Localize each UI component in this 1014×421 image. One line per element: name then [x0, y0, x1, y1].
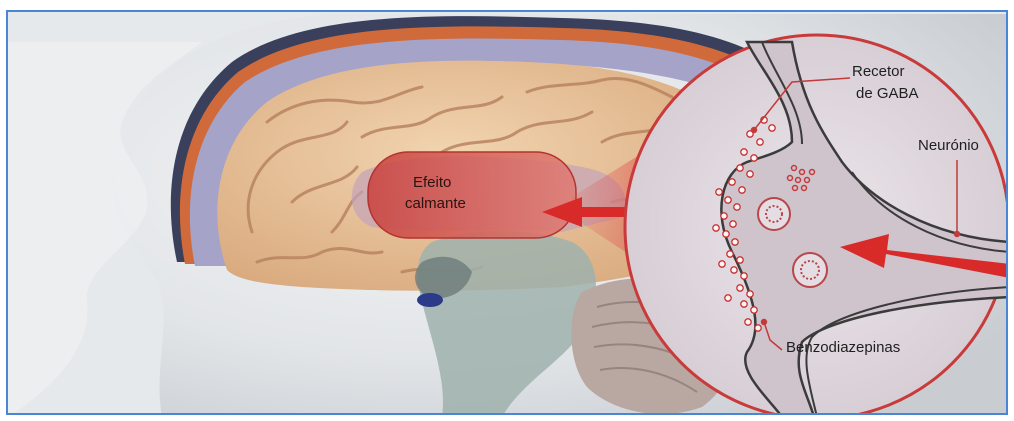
- calming-effect-region: [368, 152, 576, 238]
- gaba-receptor-dot: [731, 267, 737, 273]
- gaba-receptor-dot: [737, 165, 743, 171]
- calming-effect-label-line1: Efeito: [413, 173, 451, 192]
- gaba-receptor-dot: [739, 187, 745, 193]
- gaba-receptor-label-line2: de GABA: [856, 84, 919, 103]
- pituitary-gland: [417, 293, 443, 307]
- gaba-receptor-dot: [721, 213, 727, 219]
- gaba-receptor-dot: [725, 197, 731, 203]
- gaba-receptor-dot: [737, 285, 743, 291]
- gaba-receptor-dot: [741, 149, 747, 155]
- gaba-receptor-dot: [716, 189, 722, 195]
- gaba-receptor-dot: [751, 155, 757, 161]
- gaba-receptor-dot: [729, 179, 735, 185]
- gaba-receptor-dot: [745, 319, 751, 325]
- gaba-receptor-dot: [713, 225, 719, 231]
- gaba-receptor-dot: [732, 239, 738, 245]
- gaba-receptor-dot: [755, 325, 761, 331]
- gaba-receptor-dot: [730, 221, 736, 227]
- gaba-receptor-dot: [741, 273, 747, 279]
- gaba-receptor-dot: [741, 301, 747, 307]
- gaba-receptor-dot: [725, 295, 731, 301]
- gaba-receptor-dot: [719, 261, 725, 267]
- calming-effect-label-line2: calmante: [405, 194, 466, 213]
- gaba-receptor-dot: [734, 204, 740, 210]
- gaba-receptor-dot: [751, 307, 757, 313]
- gaba-receptor-dot: [747, 291, 753, 297]
- neuron-label: Neurónio: [918, 136, 979, 155]
- gaba-receptor-dot: [747, 171, 753, 177]
- benzodiazepines-label: Benzodiazepinas: [786, 338, 900, 357]
- gaba-receptor-dot: [757, 139, 763, 145]
- gaba-receptor-label-line1: Recetor: [852, 62, 905, 81]
- gaba-receptor-dot: [723, 231, 729, 237]
- gaba-receptor-dot: [727, 251, 733, 257]
- gaba-receptor-dot: [737, 257, 743, 263]
- gaba-receptor-dot: [769, 125, 775, 131]
